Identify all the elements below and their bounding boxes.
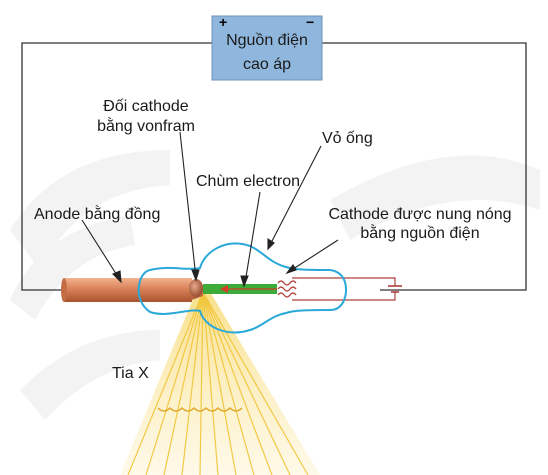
electron-beam-label: Chùm electron [196,173,300,190]
tube-shell-label: Vỏ ống [322,130,373,147]
target-label-line2: bằng vonfram [97,116,195,135]
power-source: + − Nguồn điện cao áp [211,14,323,81]
heated-cathode [277,277,402,301]
background-watermark [10,150,540,420]
xray-label: Tia X [112,365,149,382]
copper-anode [61,278,203,302]
plus-sign: + [219,14,227,30]
power-source-line2: cao áp [243,56,291,73]
tube-envelope [137,242,348,334]
pointer-lines [81,131,339,288]
copper-anode-label: Anode bằng đồng [34,204,160,223]
target-label-line1: Đối cathode [103,98,188,115]
electron-beam [203,284,277,294]
heated-cathode-label-line2: bằng nguồn điện [360,223,479,242]
heated-cathode-label-line1: Cathode được nung nóng [328,206,511,223]
minus-sign: − [306,14,314,30]
tungsten-target [189,279,203,297]
power-source-line1: Nguồn điện [226,32,308,49]
circuit-wire [21,42,527,291]
xray-beam [120,291,320,475]
